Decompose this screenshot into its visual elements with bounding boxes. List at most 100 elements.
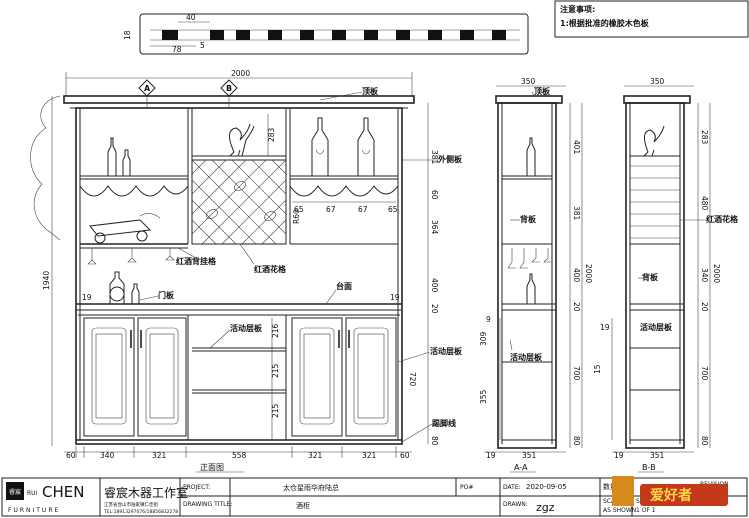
aa-width: 350: [521, 77, 536, 86]
section-marker-b: B: [226, 84, 232, 93]
front-dim-400: 400: [430, 278, 439, 293]
aa-total: 2000: [584, 264, 593, 283]
aa-dim-9: 9: [486, 315, 491, 324]
sheet-value: 1 OF 1: [636, 507, 656, 514]
date-value: 2020-09-05: [526, 483, 567, 491]
company-name: 睿宸木器工作室: [104, 485, 188, 500]
front-bot-340: 340: [100, 451, 115, 460]
label-counter: 台面: [336, 281, 352, 291]
front-bot-60a: 60: [66, 451, 76, 460]
aa-label-top: 顶板: [534, 86, 551, 96]
detail-strip: 40 78 18 5: [123, 13, 529, 55]
bb-width: 350: [650, 77, 665, 86]
bb-dim-20: 20: [700, 302, 709, 312]
front-elevation: 2000 1940: [30, 69, 463, 473]
aa-caption: A-A: [514, 463, 528, 472]
bb-dim-80: 80: [700, 436, 709, 446]
front-dim-19b: 19: [390, 293, 400, 302]
date-label: DATE:: [503, 484, 521, 491]
front-dim-215b: 215: [271, 403, 280, 418]
watermark-logo: 爱好者: [612, 476, 728, 506]
bb-dim-700: 700: [700, 366, 709, 381]
scale-value: AS SHOWN: [603, 507, 636, 514]
front-dim-20: 20: [430, 304, 439, 314]
aa-dim-309: 309: [479, 331, 488, 346]
front-dim-67b: 67: [358, 205, 368, 214]
project-label: PROJECT:: [183, 484, 210, 491]
drawing-title-value: 酒柜: [296, 501, 310, 510]
bb-label-shelf: 活动层板: [640, 322, 673, 332]
notes-title: 注意事项:: [560, 4, 595, 14]
notes-item-1: 1:根据批准的橡胶木色板: [560, 18, 650, 28]
front-dim-283: 283: [267, 127, 276, 142]
section-bb: 350 19 15 283 480 340 20 700 80: [593, 77, 739, 473]
detail-dim-40: 40: [186, 13, 196, 22]
front-dim-381: 381: [430, 150, 439, 165]
front-dim-19a: 19: [82, 293, 92, 302]
aa-dim-381: 381: [572, 206, 581, 221]
front-bot-60b: 60: [400, 451, 410, 460]
bb-dim-283: 283: [700, 130, 709, 145]
bb-total: 2000: [712, 264, 721, 283]
label-kick: 踢脚线: [432, 418, 456, 428]
aa-dim-400: 400: [572, 268, 581, 283]
label-top-board: 顶板: [362, 86, 379, 96]
logo-small: 睿宸: [9, 488, 21, 496]
title-block: 睿宸 RUI CHEN FURNITURE 睿宸木器工作室 江苏省昆山市陆家镇仁…: [1, 476, 748, 517]
aa-dim-401: 401: [572, 140, 581, 155]
front-dim-65b: 65: [388, 205, 398, 214]
front-dim-80: 80: [430, 436, 439, 446]
label-wine-hanger: 红酒背挂格: [176, 256, 217, 266]
label-shelf-front-2: 活动层板: [430, 346, 463, 356]
front-dim-60: 60: [430, 190, 439, 200]
drawn-value: zgz: [536, 501, 555, 514]
front-dim-65a: 65: [294, 205, 304, 214]
front-dim-215a: 215: [271, 363, 280, 378]
company-address: 江苏省昆山市陆家镇仁佳街: [104, 501, 158, 508]
aa-label-shelf: 活动层板: [510, 352, 543, 362]
front-bot-321c: 321: [362, 451, 377, 460]
section-aa: 350 9 309 355 401 381 400 20 700 80 2000…: [479, 77, 593, 473]
aa-dim-355: 355: [479, 389, 488, 404]
project-value: 太仓星雨华府陆总: [283, 483, 339, 492]
detail-dim-18: 18: [123, 30, 132, 40]
label-outer-side: 外侧板: [438, 154, 463, 164]
bb-label-lattice: 红酒花格: [706, 214, 739, 224]
bb-dim-19: 19: [600, 323, 610, 332]
drawn-label: DRAWN:: [503, 501, 528, 508]
front-bot-321a: 321: [152, 451, 167, 460]
front-total-width: 2000: [231, 69, 250, 78]
logo-chen: CHEN: [42, 483, 84, 501]
detail-dim-78: 78: [172, 45, 182, 54]
aa-dim-80: 80: [572, 436, 581, 446]
bb-dim-15: 15: [593, 364, 602, 374]
front-dim-216: 216: [271, 323, 280, 338]
bb-label-back: 背板: [642, 272, 659, 282]
aa-dim-700: 700: [572, 366, 581, 381]
drawing-title-label: DRAWING TITLE:: [183, 501, 232, 508]
section-marker-a: A: [144, 84, 151, 93]
aa-label-back: 背板: [520, 214, 537, 224]
watermark-text: 爱好者: [650, 487, 692, 504]
aa-bot-351: 351: [522, 451, 537, 460]
qty-label: 数量:: [603, 482, 619, 491]
label-door: 门板: [158, 290, 175, 300]
front-bot-558: 558: [232, 451, 247, 460]
front-dim-720: 720: [408, 372, 417, 387]
front-height: 1940: [42, 271, 51, 290]
bb-dim-340: 340: [700, 268, 709, 283]
front-caption: 正面图: [200, 463, 224, 472]
po-label: PO#: [460, 484, 473, 491]
label-shelf-front-1: 活动层板: [230, 323, 263, 333]
logo-rui: RUI: [27, 490, 38, 497]
front-bot-321b: 321: [308, 451, 323, 460]
aa-bot-19: 19: [486, 451, 496, 460]
front-dim-364: 364: [430, 220, 439, 235]
aa-dim-20: 20: [572, 302, 581, 312]
bb-caption: B-B: [642, 463, 656, 472]
label-wine-lattice: 红酒花格: [254, 264, 287, 274]
company-phone: TEL:18913297076/18856832278: [103, 509, 178, 515]
logo-furniture: FURNITURE: [8, 507, 60, 514]
